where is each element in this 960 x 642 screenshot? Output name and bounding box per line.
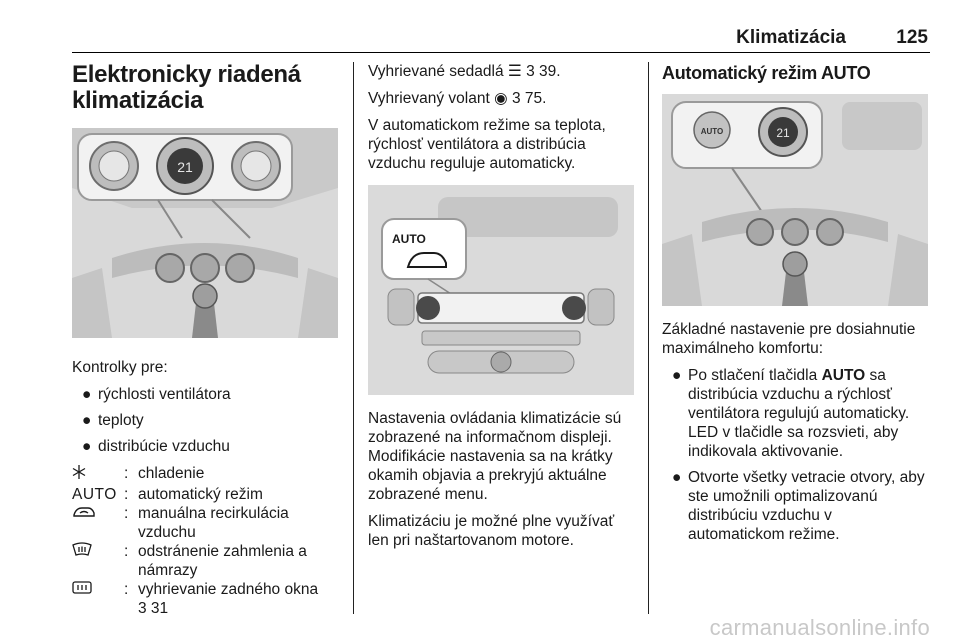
- snowflake-icon: [72, 464, 124, 485]
- legend-row: : manuálna recirkulácia vzduchu: [72, 504, 342, 542]
- indicator-list: ●rýchlosti ventilátora ●teploty ●distrib…: [72, 385, 342, 456]
- section-title: Klimatizácia: [736, 27, 846, 48]
- column-3: Automatický režim AUTO AUTO 21 Základné …: [662, 62, 928, 552]
- bullet-icon: ●: [82, 386, 92, 403]
- paragraph: V automatickom režime sa teplota, rýchlo…: [368, 117, 606, 172]
- page-reference: 3 75.: [511, 90, 547, 107]
- auto-label: AUTO: [392, 232, 426, 246]
- recirculation-icon: [72, 504, 124, 542]
- paragraph: Základné nastavenie pre dosiahnutie maxi…: [662, 321, 916, 357]
- display-temperature: 21: [776, 126, 790, 140]
- heated-seat-icon: ☰: [507, 63, 522, 80]
- windscreen-defrost-icon: [72, 542, 124, 580]
- legend-text: automatický režim: [138, 486, 263, 503]
- indicator-intro: Kontrolky pre:: [72, 359, 168, 376]
- auto-label: AUTO: [701, 127, 724, 136]
- rear-window-heat-icon: [72, 580, 124, 618]
- auto-button-figure: AUTO 21: [662, 94, 928, 306]
- auto-keyword: AUTO: [821, 367, 866, 384]
- paragraph: Nastavenia ovládania klimatizácie sú zob…: [368, 410, 622, 503]
- auto-button-illustration: AUTO 21: [662, 94, 928, 306]
- legend-text: manuálna recirkulácia vzduchu: [138, 505, 289, 541]
- column-divider: [648, 62, 649, 614]
- auto-mode-list: ●Po stlačení tlačidla AUTO sa distribúci…: [662, 366, 928, 544]
- legend-text: chladenie: [138, 465, 205, 482]
- legend-row: : chladenie: [72, 464, 342, 485]
- column-1: Elektronicky riadená klimatizácia 21 Kon: [72, 62, 342, 618]
- page-reference: 3 31: [138, 600, 169, 617]
- reference-line: Vyhrievané sedadlá ☰ 3 39.: [368, 63, 561, 80]
- page-reference: 3 39.: [526, 63, 561, 80]
- auto-symbol: AUTO: [72, 486, 117, 503]
- heated-steering-wheel-icon: ◉: [494, 90, 508, 107]
- list-item: ●rýchlosti ventilátora: [82, 386, 231, 403]
- bullet-icon: ●: [672, 469, 682, 486]
- list-item: ●distribúcie vzduchu: [82, 438, 230, 455]
- reference-line: Vyhrievaný volant ◉ 3 75.: [368, 90, 547, 107]
- legend-row: AUTO : automatický režim: [72, 485, 342, 504]
- climate-panel-figure: 21: [72, 128, 338, 338]
- info-display-illustration: AUTO: [368, 185, 634, 395]
- bullet-icon: ●: [672, 367, 682, 384]
- list-item: ●Otvorte všetky vetracie otvory, aby ste…: [672, 469, 925, 543]
- climate-panel-illustration: 21: [72, 128, 338, 338]
- bullet-icon: ●: [82, 412, 92, 429]
- bullet-icon: ●: [82, 438, 92, 455]
- watermark: carmanualsonline.info: [709, 615, 930, 640]
- column-divider: [353, 62, 354, 614]
- display-temperature: 21: [177, 159, 193, 175]
- section-heading: Automatický režim AUTO: [662, 63, 871, 83]
- chapter-heading: Elektronicky riadená klimatizácia: [72, 61, 301, 114]
- info-display-figure: AUTO: [368, 185, 634, 395]
- list-item: ●teploty: [82, 412, 144, 429]
- list-item: ●Po stlačení tlačidla AUTO sa distribúci…: [672, 367, 910, 460]
- symbol-legend: : chladenie AUTO : automatický režim : m…: [72, 464, 342, 618]
- paragraph: Klimatizáciu je možné plne využívať len …: [368, 513, 615, 549]
- page-number: 125: [896, 27, 928, 48]
- legend-row: : odstránenie zahmlenia a námrazy: [72, 542, 342, 580]
- page-header: Klimatizácia 125: [72, 24, 930, 53]
- column-2: Vyhrievané sedadlá ☰ 3 39. Vyhrievaný vo…: [368, 62, 638, 558]
- legend-text: odstránenie zahmlenia a námrazy: [138, 543, 307, 579]
